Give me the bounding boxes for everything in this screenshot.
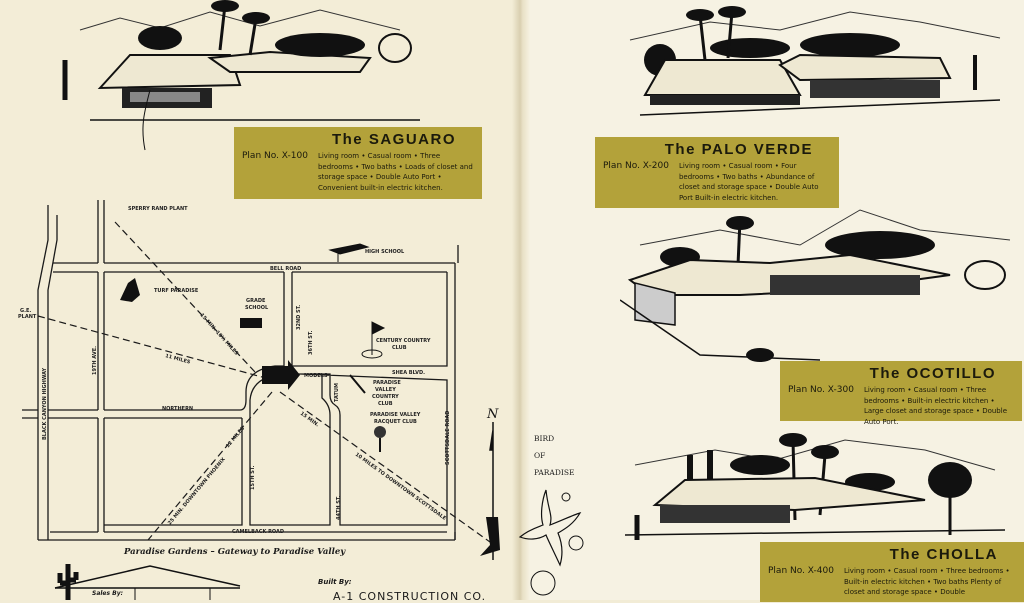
map-label: CLUB: [392, 345, 407, 351]
map-label: MODELS: [304, 373, 328, 379]
north-label: N: [486, 407, 499, 422]
plan-card-cholla: The CHOLLA Plan No. X-400 Living room • C…: [760, 542, 1024, 602]
map-label: 19TH AVE.: [92, 346, 98, 375]
map-label: CLUB: [378, 401, 393, 407]
plan-number: Plan No. X-400: [768, 566, 834, 576]
plan-title: The OCOTILLO: [869, 365, 996, 382]
map-label: BLACK CANYON HIGHWAY: [42, 367, 48, 440]
sales-by-label: Sales By:: [92, 590, 124, 597]
plan-description: Living room • Casual room • Four bedroom…: [678, 162, 819, 202]
map-label: NORTHERN: [162, 406, 193, 412]
map-label: 15TH ST.: [250, 465, 256, 490]
ocotillo-house-illustration: [620, 209, 1011, 362]
caption-line: BIRD: [534, 434, 555, 443]
map-label: 10 MILES TO DOWNTOWN SCOTTSDALE: [354, 452, 448, 522]
flower-icon: [518, 489, 584, 596]
left-page: [0, 0, 518, 600]
plan-title: The SAGUARO: [331, 131, 456, 148]
map-label: CENTURY COUNTRY: [376, 338, 431, 344]
map-label: 12 MILES: [225, 425, 246, 449]
map-label: GRADE: [246, 298, 266, 304]
map-label: SHEA BLVD.: [392, 370, 425, 376]
map-label: TATUM: [334, 383, 340, 402]
cholla-house-illustration: [625, 433, 1005, 540]
plan-description: Living room • Casual room • Three bedroo…: [863, 386, 1008, 426]
palo-verde-house-illustration: [629, 6, 1001, 116]
caption-line: PARADISE: [534, 468, 575, 477]
bird-of-paradise-caption: BIRD OF PARADISE: [534, 430, 574, 481]
map-label: VALLEY: [375, 387, 396, 393]
map-label: PARADISE VALLEY: [370, 412, 421, 418]
built-by-label: Built By:: [318, 578, 352, 586]
map-label: TURF PARADISE: [154, 288, 199, 294]
map-label: G.E.: [20, 308, 31, 314]
tagline: Paradise Gardens – Gateway to Paradise V…: [124, 547, 346, 557]
map-label: HIGH SCHOOL: [365, 249, 405, 255]
map-label: RACQUET CLUB: [374, 419, 417, 425]
plan-number: Plan No. X-100: [242, 151, 308, 161]
map-label: 25 MIN. DOWNTOWN PHOENIX: [167, 456, 227, 526]
plan-card-palo-verde: The PALO VERDE Plan No. X-200 Living room…: [595, 137, 839, 208]
map-label: 32ND ST.: [296, 305, 302, 330]
graduation-cap-icon: [328, 243, 370, 262]
models-arrow-icon: [262, 360, 300, 390]
caption-line: OF: [534, 451, 546, 460]
sales-office-sign-icon: [54, 564, 241, 600]
builder-name: A-1 CONSTRUCTION CO.: [333, 590, 487, 603]
plan-description: Living room • Casual room • Three bedroo…: [843, 567, 1010, 596]
plan-number: Plan No. X-300: [788, 385, 854, 395]
map-label: 44TH ST.: [336, 495, 342, 520]
plan-title: The CHOLLA: [889, 546, 998, 563]
map-label: COUNTRY: [372, 394, 399, 400]
page-fold: [512, 0, 530, 600]
golf-flag-icon: [371, 321, 386, 355]
map-label: SCHOOL: [245, 305, 269, 311]
book-icon: [240, 318, 262, 328]
plan-description: Living room • Casual room • Three bedroo…: [317, 152, 473, 192]
saguaro-house-illustration: [62, 0, 420, 151]
map-label: SCOTTSDALE ROAD: [445, 411, 451, 465]
map-label: PLANT: [18, 314, 37, 320]
location-map: SPERRY RAND PLANT HIGH SCHOOL BELL ROAD …: [18, 200, 500, 560]
golf-club-icon: [349, 374, 366, 394]
horse-icon: [120, 278, 140, 302]
cowboy-boot-icon: [480, 517, 500, 556]
tennis-racquet-icon: [374, 426, 386, 438]
plan-card-saguaro: The SAGUARO Plan No. X-100 Living room • …: [234, 127, 482, 199]
map-label: 36TH ST.: [308, 330, 314, 355]
plan-number: Plan No. X-200: [603, 161, 669, 171]
map-label: SPERRY RAND PLANT: [128, 206, 188, 212]
plan-card-ocotillo: The OCOTILLO Plan No. X-300 Living room •…: [780, 361, 1022, 426]
plan-title: The PALO VERDE: [664, 141, 813, 158]
map-label: CAMELBACK ROAD: [232, 529, 284, 535]
map-label: 11 MILES: [164, 353, 191, 366]
map-label: BELL ROAD: [270, 266, 301, 272]
map-label: 15 MIN. 10½ MILES: [199, 312, 241, 357]
map-label: PARADISE: [373, 380, 401, 386]
